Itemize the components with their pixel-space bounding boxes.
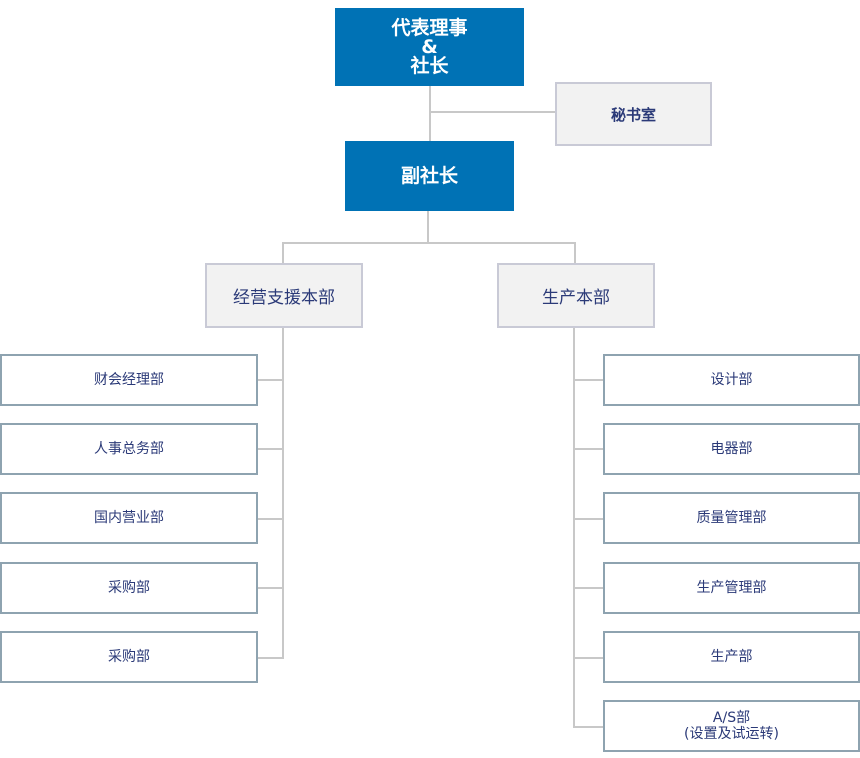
as-department-label: A/S部 (712, 710, 751, 726)
connector-line (573, 726, 604, 728)
connector-line (429, 86, 431, 141)
left-department-box: 财会经理部 (0, 354, 258, 406)
left-department-box: 采购部 (0, 562, 258, 614)
right-department-box: 生产部 (603, 631, 860, 683)
vice-president-label: 副社长 (400, 164, 458, 187)
department-label: 电器部 (710, 441, 753, 457)
secretary-label: 秘书室 (610, 105, 656, 124)
connector-line (573, 328, 575, 728)
connector-line (429, 111, 555, 113)
connector-line (573, 657, 604, 659)
right-department-box: 质量管理部 (603, 492, 860, 544)
connector-line (282, 242, 284, 264)
right-department-box: 设计部 (603, 354, 860, 406)
department-label: 人事总务部 (94, 441, 164, 457)
ceo-title-line2: & (421, 35, 438, 58)
as-department-box: A/S部 (设置及试运转) (603, 700, 860, 752)
department-label: 国内营业部 (94, 510, 164, 526)
right-department-box: 电器部 (603, 423, 860, 475)
ceo-box: 代表理事 & 社长 (335, 8, 524, 86)
secretary-box: 秘书室 (555, 82, 712, 146)
as-department-sublabel: (设置及试运转) (684, 726, 779, 742)
connector-line (257, 379, 283, 381)
connector-line (574, 242, 576, 264)
left-hq-box: 经营支援本部 (205, 263, 363, 328)
connector-line (573, 448, 604, 450)
ceo-title-line3: 社长 (410, 54, 449, 77)
left-department-box: 采购部 (0, 631, 258, 683)
connector-line (573, 518, 604, 520)
connector-line (573, 587, 604, 589)
connector-line (257, 518, 283, 520)
department-label: 生产管理部 (696, 580, 767, 596)
connector-line (282, 328, 284, 659)
ceo-title-line1: 代表理事 (391, 16, 468, 39)
right-department-box: 生产管理部 (603, 562, 860, 614)
vice-president-box: 副社长 (345, 141, 514, 211)
department-label: 采购部 (108, 649, 150, 665)
department-label: 质量管理部 (696, 510, 767, 526)
department-label: 生产部 (710, 649, 753, 665)
connector-line (573, 379, 604, 381)
connector-line (282, 242, 576, 244)
left-hq-label: 经营支援本部 (233, 288, 335, 308)
connector-line (257, 448, 283, 450)
left-department-box: 人事总务部 (0, 423, 258, 475)
connector-line (427, 211, 429, 243)
department-label: 财会经理部 (94, 372, 164, 388)
connector-line (257, 587, 283, 589)
department-label: 设计部 (710, 372, 753, 388)
right-hq-box: 生产本部 (497, 263, 655, 328)
department-label: 采购部 (108, 580, 150, 596)
right-hq-label: 生产本部 (542, 288, 610, 308)
left-department-box: 国内营业部 (0, 492, 258, 544)
connector-line (257, 657, 283, 659)
